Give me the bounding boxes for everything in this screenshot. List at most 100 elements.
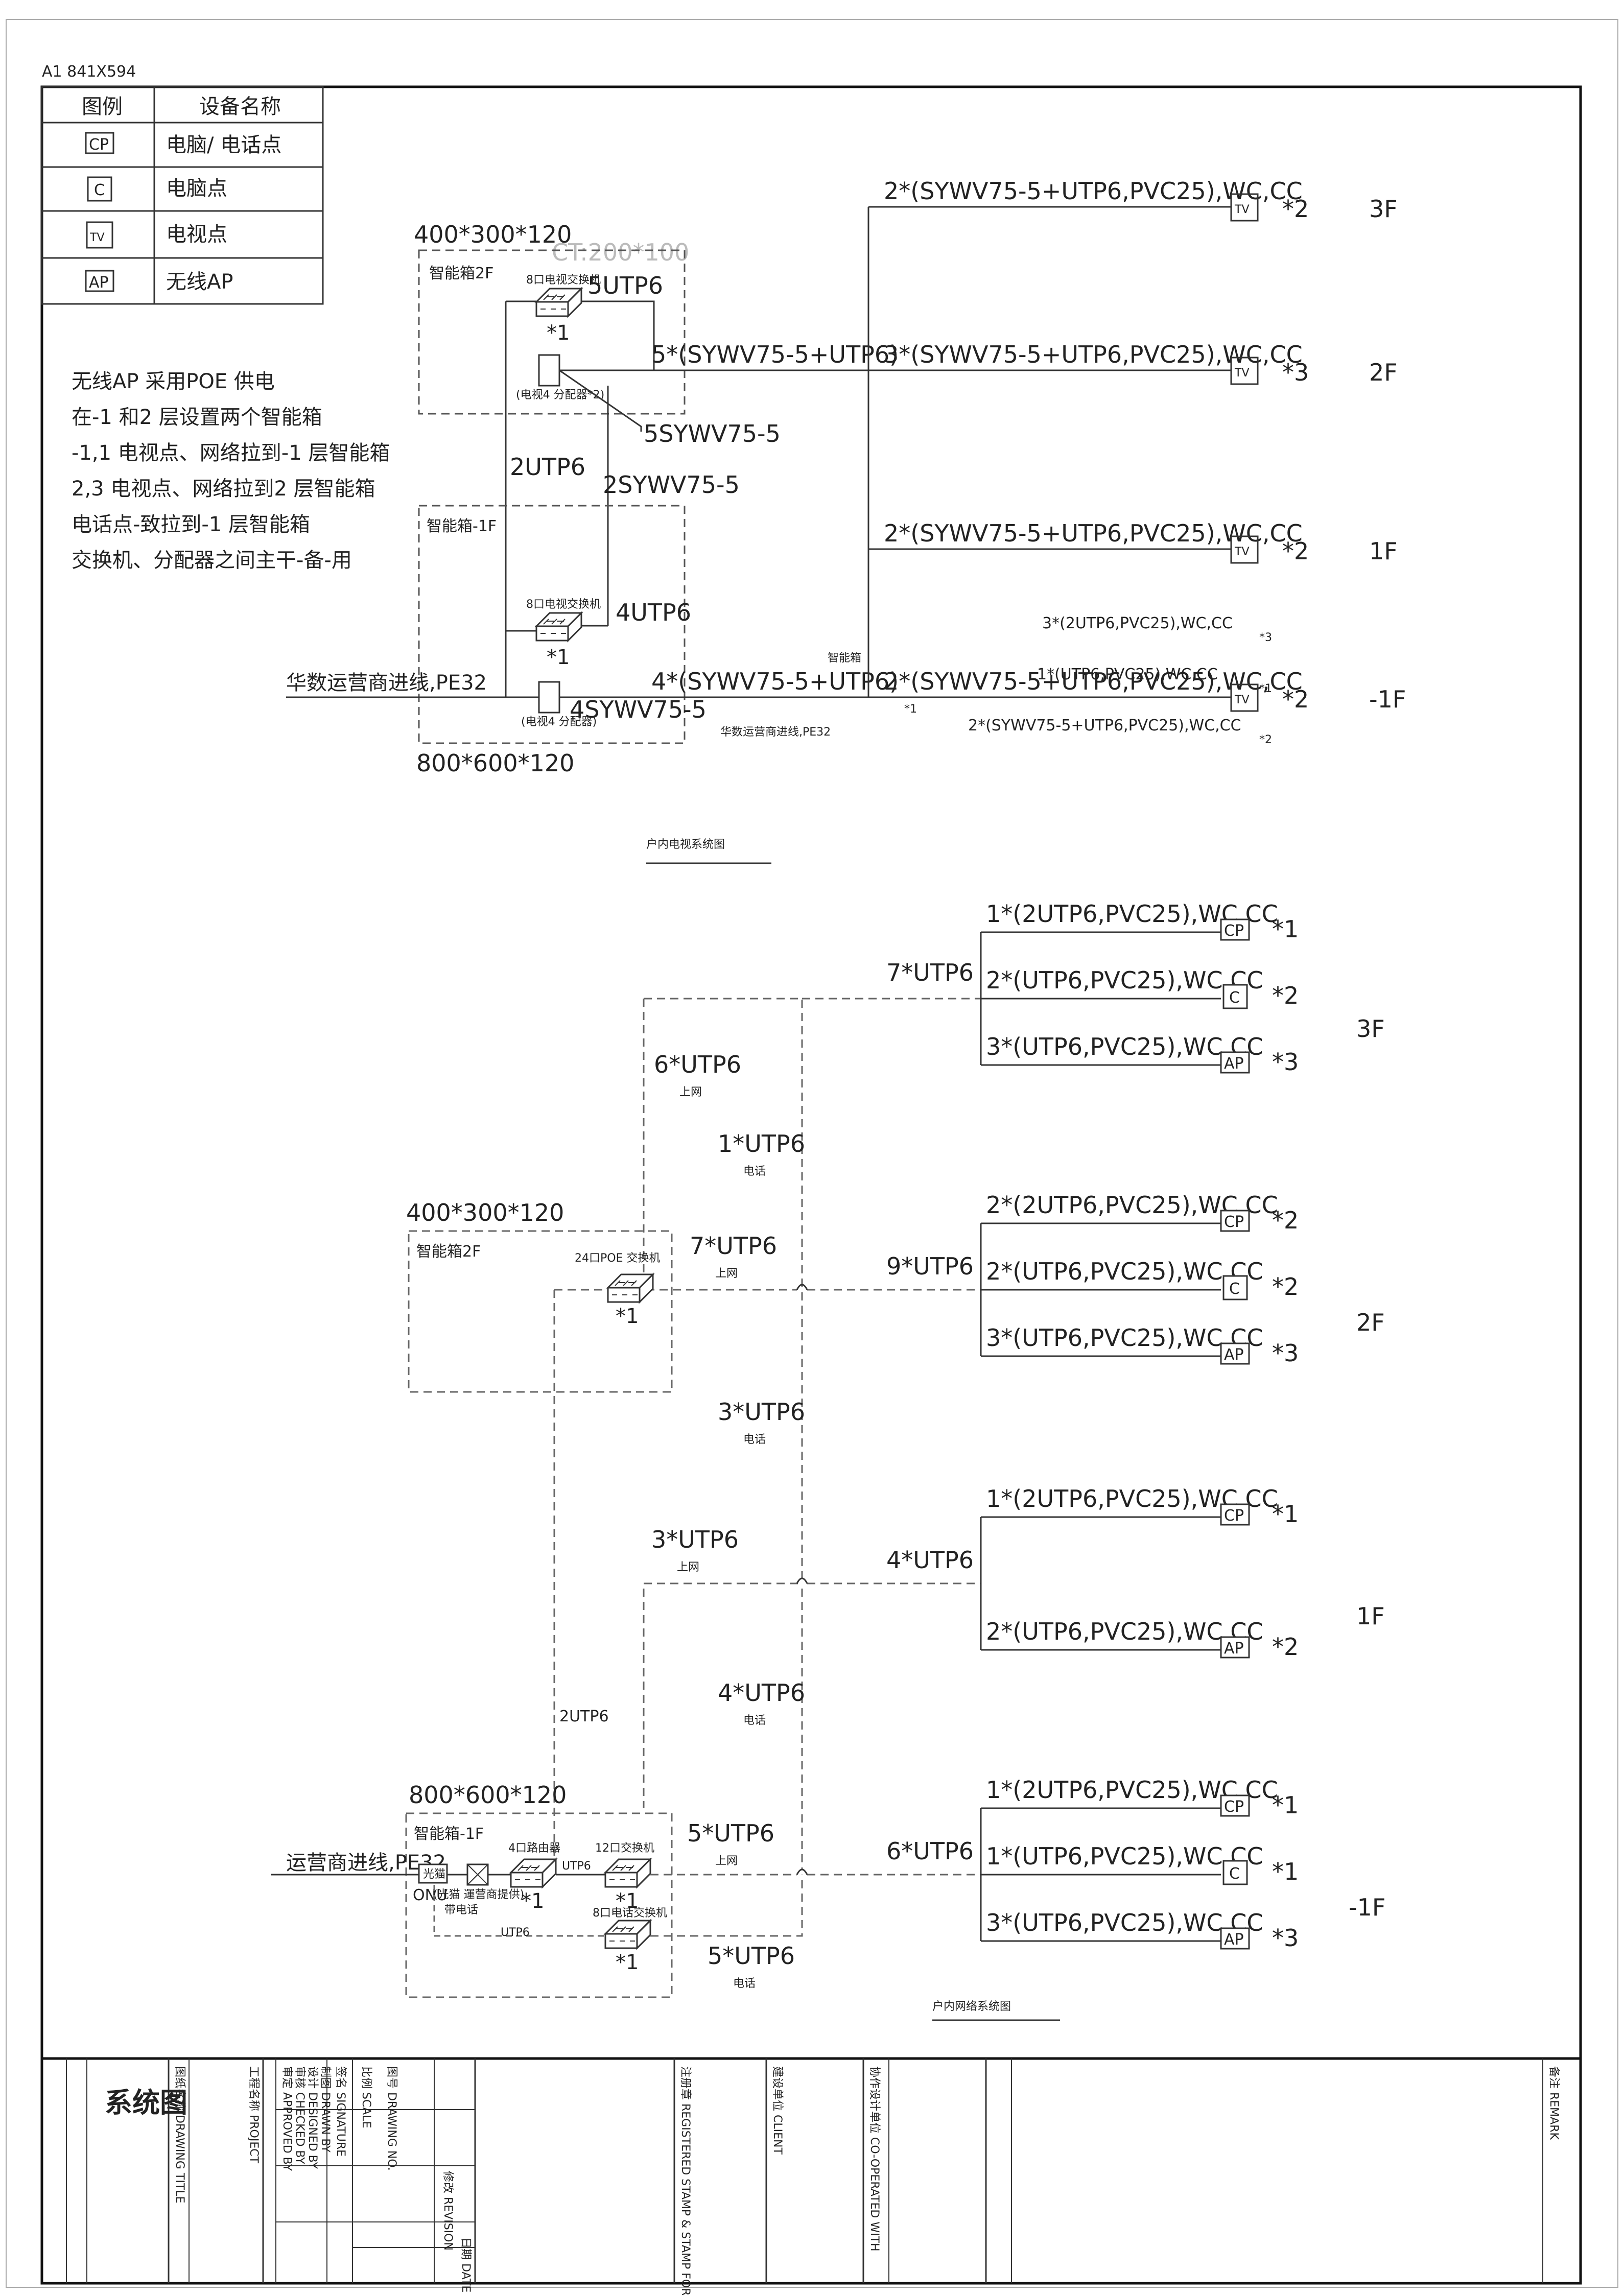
tv-sw2-count: *1 xyxy=(547,321,570,345)
net-f2-sym: CP xyxy=(1224,1213,1244,1231)
net-utp6-a: UTP6 xyxy=(562,1860,591,1873)
tv-outlet-2f-code: TV xyxy=(1234,367,1250,380)
net-f2-count: *3 xyxy=(1272,1339,1299,1367)
net-fb1-cable: 3*(UTP6,PVC25),WC,CC xyxy=(986,1909,1263,1936)
checked-label: 审核 CHECKED BY xyxy=(293,2066,306,2164)
net-tag-phone: 电话 xyxy=(733,1977,756,1990)
net-smartbox-b1f xyxy=(405,1812,673,1998)
tv-sw1-label: 8口电视交换机 xyxy=(526,598,601,611)
tv-extra-2: 1*(UTP6,PVC25),WC,CC xyxy=(1037,666,1218,683)
net-cp-outlet xyxy=(1220,918,1250,941)
tv-utp-2: 2UTP6 xyxy=(510,453,585,481)
net-f1-count: *1 xyxy=(1272,1500,1299,1528)
net-v-5utp6: 5*UTP6 xyxy=(687,1819,774,1847)
net-f2-count: *2 xyxy=(1272,1273,1299,1300)
net-f3-cable: 2*(UTP6,PVC25),WC,CC xyxy=(986,966,1263,994)
cooperate-label: 协作设计单位 CO-OPERATED WITH xyxy=(868,2066,881,2252)
net-c-outlet xyxy=(1222,984,1248,1009)
net-fb1-cable: 1*(UTP6,PVC25),WC,CC xyxy=(986,1842,1263,1870)
net-tag-phone: 电话 xyxy=(743,1433,766,1446)
note-line: 在-1 和2 层设置两个智能箱 xyxy=(72,406,322,429)
net-sw12-label: 12口交换机 xyxy=(595,1842,654,1855)
tv-system-diagram: 400*300*120 CT:200*100 智能箱2F 8口电视交换机 *1 … xyxy=(286,177,1406,864)
tv-floor1-count: *2 xyxy=(1282,537,1309,565)
sign-label: 签名 SIGNATURE xyxy=(334,2066,347,2157)
tv-mark-3: *3 xyxy=(1259,631,1272,644)
client-label: 建设单位 CLIENT xyxy=(771,2066,784,2155)
tv-outlet-b1f-code: TV xyxy=(1234,694,1250,706)
legend-c-symbol xyxy=(87,176,112,202)
note-line: 无线AP 采用POE 供电 xyxy=(72,370,275,393)
net-ap-outlet xyxy=(1220,1636,1250,1659)
tv-floorb1-count: *2 xyxy=(1282,685,1309,713)
tv-mark-1b: *1 xyxy=(1259,682,1272,695)
tv-box1-size: 800*600*120 xyxy=(416,749,574,777)
tv-switch-b1f xyxy=(535,612,582,642)
tv-coax-5: 5SYWV75-5 xyxy=(644,420,781,447)
net-ap-outlet xyxy=(1220,1342,1250,1365)
tv-mark-2: *2 xyxy=(1259,734,1272,746)
net-cp-outlet xyxy=(1220,1210,1250,1232)
net-onu-phone: 带电话 xyxy=(444,1904,478,1917)
net-f2-cable: 2*(UTP6,PVC25),WC,CC xyxy=(986,1258,1263,1285)
scale-label: 比例 SCALE xyxy=(360,2066,372,2128)
tv-outlet-3f-code: TV xyxy=(1234,203,1250,216)
net-sw4-label: 4口路由器 xyxy=(508,1842,560,1855)
designed-label: 设计 DESIGNED BY xyxy=(306,2066,319,2169)
legend-ap-symbol xyxy=(85,270,114,292)
tv-extra-1: 3*(2UTP6,PVC25),WC,CC xyxy=(1042,614,1233,632)
net-light-cat: 光猫 xyxy=(423,1868,445,1881)
tv-splitter-b1f xyxy=(538,681,560,714)
legend-ap-code: AP xyxy=(89,274,109,292)
net-tag-up: 上网 xyxy=(679,1086,702,1099)
tv-coax-2: 2SYWV75-5 xyxy=(603,471,740,499)
net-sw8-label: 8口电话交换机 xyxy=(593,1907,667,1920)
net-f3-count: *1 xyxy=(1272,915,1299,943)
tv-sw2-label: 8口电视交换机 xyxy=(526,274,601,287)
net-f3-sym: C xyxy=(1229,989,1240,1007)
net-f2-floor: 2F xyxy=(1356,1309,1385,1336)
tv-extra-3: 2*(SYWV75-5+UTP6,PVC25),WC,CC xyxy=(968,717,1241,735)
approved-label: 审定 APPROVED BY xyxy=(280,2066,293,2171)
net-fb1-sym: C xyxy=(1229,1865,1240,1883)
tv-outlet-1f-code: TV xyxy=(1234,546,1250,558)
design-notes: 无线AP 采用POE 供电 在-1 和2 层设置两个智能箱 -1,1 电视点、网… xyxy=(72,370,390,572)
net-box1-name: 智能箱-1F xyxy=(414,1825,484,1843)
net-f3-floor: 3F xyxy=(1356,1015,1385,1043)
revision-label: 修改 REVISION xyxy=(441,2171,454,2251)
note-line: 电话点-致拉到-1 层智能箱 xyxy=(72,513,310,536)
note-line: 交换机、分配器之间主干-备-用 xyxy=(72,549,352,572)
tv-splitter1-label: (电视4 分配器) xyxy=(521,716,597,728)
net-tag-up: 上网 xyxy=(677,1561,699,1574)
net-box2-size: 400*300*120 xyxy=(406,1199,564,1226)
tv-floor3-cable: 2*(SYWV75-5+UTP6,PVC25),WC,CC xyxy=(884,177,1303,205)
network-system-diagram: 6*UTP6 上网 1*UTP6 电话 7*UTP6 上网 3*UTP6 电话 … xyxy=(271,900,1385,2021)
tv-smartbox-b1f xyxy=(418,505,686,744)
net-v-2utp6: 2UTP6 xyxy=(559,1708,609,1725)
legend-tv-code: TV xyxy=(89,231,105,244)
net-c-outlet xyxy=(1222,1275,1248,1300)
tv-trunk-b1f: 4*(SYWV75-5+UTP6) xyxy=(651,668,899,695)
net-box2-name: 智能箱2F xyxy=(416,1243,481,1261)
net-fb1-sym: AP xyxy=(1224,1931,1244,1949)
date-label: 日期 DATE xyxy=(459,2237,472,2292)
net-onu-sub: (光猫 運营商提供) xyxy=(433,1888,524,1901)
net-poe-switch xyxy=(607,1273,654,1303)
tv-floor2-count: *3 xyxy=(1282,359,1309,386)
net-f2-trunk: 9*UTP6 xyxy=(886,1252,974,1280)
tv-switch-2f xyxy=(535,288,582,317)
tv-floorb1-label: -1F xyxy=(1369,685,1406,713)
net-f1-sym: AP xyxy=(1224,1640,1244,1658)
net-f2-cable: 3*(UTP6,PVC25),WC,CC xyxy=(986,1324,1263,1352)
legend-tv-symbol xyxy=(86,221,113,249)
net-fb1-trunk: 6*UTP6 xyxy=(886,1837,974,1865)
net-tag-up: 上网 xyxy=(715,1855,738,1867)
legend-header-symbol: 图例 xyxy=(82,95,123,119)
tv-floor3-count: *2 xyxy=(1282,195,1309,223)
net-cp-outlet xyxy=(1220,1794,1250,1817)
tv-floor1-cable: 2*(SYWV75-5+UTP6,PVC25),WC,CC xyxy=(884,519,1303,547)
net-fb1-floor: -1F xyxy=(1349,1894,1385,1921)
net-box1-size: 800*600*120 xyxy=(409,1781,567,1809)
tv-outlet-3f xyxy=(1230,193,1259,222)
